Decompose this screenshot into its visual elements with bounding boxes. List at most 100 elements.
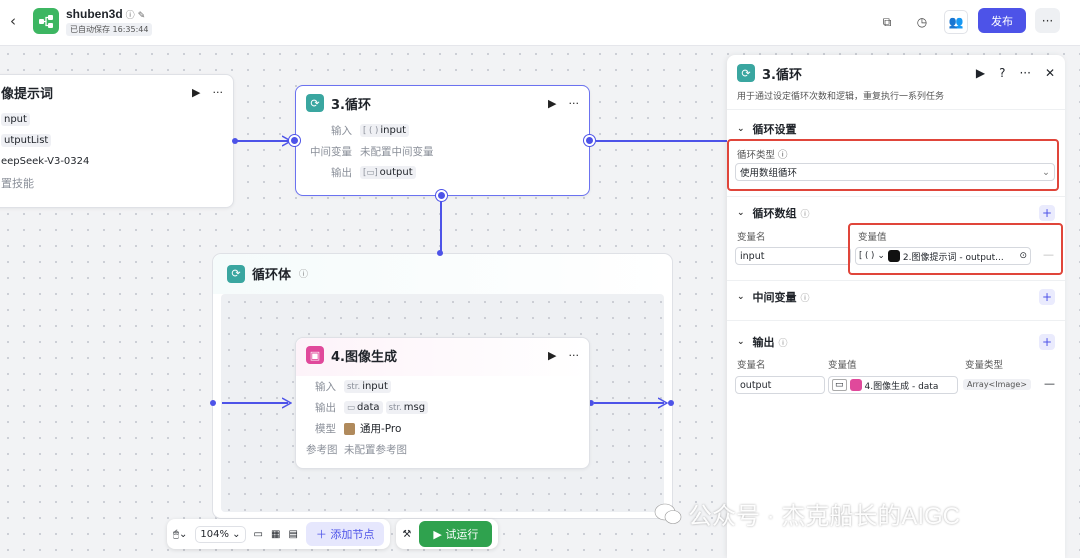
input-tag: [ ( )input bbox=[360, 124, 410, 137]
image-type-icon: ▭ bbox=[347, 402, 356, 413]
publish-button[interactable]: 发布 bbox=[978, 8, 1026, 33]
connector-dot bbox=[588, 400, 594, 406]
info-icon[interactable]: ⓘ bbox=[800, 293, 810, 304]
info-icon[interactable]: ⓘ bbox=[778, 150, 788, 161]
node-loop[interactable]: ⟳ 3.循环 ▶··· 输入[ ( )input 中间变量未配置中间变量 输出[… bbox=[295, 85, 590, 196]
input-tag: str.input bbox=[344, 380, 391, 393]
out-var-value-select[interactable]: ▭ 4.图像生成 - data bbox=[828, 376, 958, 394]
out-var-type: Array<Image> bbox=[963, 379, 1032, 390]
col-out-value: 变量值 bbox=[828, 360, 857, 371]
chevron-down-icon: ⌄ bbox=[737, 337, 745, 347]
zoom-select[interactable]: 104% ⌄ bbox=[195, 525, 246, 543]
edit-icon[interactable]: ✎ bbox=[137, 10, 146, 20]
connector-dot bbox=[437, 250, 443, 256]
node-title: 像提示词 bbox=[1, 86, 54, 102]
section-title: 输出 bbox=[752, 336, 775, 349]
array-var-value: 2.图像提示词 - output... bbox=[902, 252, 1004, 263]
more-button[interactable]: ··· bbox=[1035, 8, 1060, 33]
help-icon[interactable]: ? bbox=[999, 66, 1006, 80]
mouse-mode-icon[interactable]: 🖱︎⌄ bbox=[173, 528, 188, 540]
node-more-icon[interactable]: ··· bbox=[212, 85, 224, 99]
remove-row-icon[interactable]: — bbox=[1044, 377, 1055, 390]
col-out-name: 变量名 bbox=[737, 360, 766, 371]
info-icon[interactable]: ⓘ bbox=[800, 209, 810, 220]
panel-description: 用于通过设定循环次数和逻辑，重复执行一系列任务 bbox=[737, 92, 945, 102]
image-gen-icon bbox=[849, 379, 862, 391]
edge-line bbox=[222, 402, 288, 404]
run-node-icon[interactable]: ▶ bbox=[192, 85, 201, 99]
collaborators-icon[interactable]: 👥 bbox=[944, 10, 968, 34]
chevron-down-icon: ⌄ bbox=[877, 251, 885, 261]
add-midvar-button[interactable]: + bbox=[1039, 289, 1055, 305]
add-node-label: 添加节点 bbox=[330, 528, 375, 541]
array-var-value-select[interactable]: [ ( ) ⌄ 2.图像提示词 - output... ⊙ bbox=[855, 247, 1031, 265]
wechat-icon bbox=[654, 503, 682, 524]
midvar-value: 未配置中间变量 bbox=[360, 146, 434, 158]
str-type-label: str. bbox=[347, 381, 361, 392]
output-tag: utputList bbox=[1, 134, 52, 147]
panel-more-icon[interactable]: ··· bbox=[1019, 66, 1031, 80]
image-gen-icon: ▣ bbox=[306, 346, 324, 364]
run-node-icon[interactable]: ▶ bbox=[548, 96, 557, 110]
minimap-icon[interactable]: ▤ bbox=[288, 528, 298, 540]
out-var-name-input[interactable]: output bbox=[735, 376, 825, 394]
add-output-button[interactable]: + bbox=[1039, 334, 1055, 350]
output-port[interactable] bbox=[584, 135, 595, 146]
clear-icon[interactable]: ⊙ bbox=[1019, 251, 1027, 261]
input-tag: nput bbox=[1, 113, 30, 126]
highlight-box bbox=[848, 223, 1063, 275]
output-data: data bbox=[357, 402, 380, 413]
connector-dot bbox=[232, 138, 238, 144]
back-arrow-icon[interactable]: ‹ bbox=[10, 12, 16, 30]
loop-type-select[interactable]: 使用数组循环⌄ bbox=[735, 163, 1055, 181]
section-title: 循环数组 bbox=[752, 207, 797, 220]
info-icon[interactable]: ⓘ bbox=[125, 10, 135, 20]
skill-status: 置技能 bbox=[1, 176, 34, 190]
add-array-button[interactable]: + bbox=[1039, 205, 1055, 221]
arrow-head-icon bbox=[658, 397, 668, 409]
loop-body-icon: ⟳ bbox=[227, 264, 245, 283]
debug-icon[interactable]: ⚒ bbox=[402, 528, 412, 540]
loop-type-value: 使用数组循环 bbox=[740, 168, 798, 179]
bottom-toolbar: 🖱︎⌄ 104% ⌄ ▭ ▦ ▤ ＋ 添加节点 ⚒ ▶ 试运行 bbox=[167, 519, 499, 549]
workflow-logo-icon bbox=[39, 15, 53, 28]
copy-icon[interactable]: ⧉ bbox=[882, 14, 892, 29]
close-icon[interactable]: ✕ bbox=[1044, 66, 1055, 80]
section-title: 循环设置 bbox=[752, 123, 797, 136]
run-node-icon[interactable]: ▶ bbox=[975, 66, 986, 80]
chevron-down-icon: ⌄ bbox=[737, 124, 745, 134]
test-run-button[interactable]: ▶ 试运行 bbox=[419, 521, 493, 547]
input-port[interactable] bbox=[289, 135, 300, 146]
output-tag: [▭]output bbox=[360, 166, 416, 179]
model-logo-icon bbox=[887, 250, 900, 262]
node-more-icon[interactable]: ··· bbox=[568, 348, 580, 362]
node-more-icon[interactable]: ··· bbox=[568, 96, 580, 110]
run-node-icon[interactable]: ▶ bbox=[548, 348, 557, 362]
add-node-button[interactable]: ＋ 添加节点 bbox=[305, 522, 385, 546]
comment-icon[interactable]: ▭ bbox=[253, 528, 263, 540]
autosave-status: 已自动保存 16:35:44 bbox=[66, 23, 153, 36]
history-icon[interactable]: ◷ bbox=[916, 15, 928, 29]
input-label: 输入 bbox=[331, 125, 352, 137]
midvar-label: 中间变量 bbox=[310, 146, 352, 158]
array-type-label: [ ( ) bbox=[859, 251, 875, 261]
remove-row-icon[interactable]: — bbox=[1043, 248, 1054, 261]
loop-type-label: 循环类型 ⓘ bbox=[737, 150, 788, 161]
info-icon[interactable]: ⓘ bbox=[778, 338, 788, 349]
info-icon[interactable]: ⓘ bbox=[299, 270, 309, 280]
app-name: shuben3d bbox=[66, 7, 123, 21]
grid-layout-icon[interactable]: ▦ bbox=[271, 528, 281, 540]
section-loop-settings[interactable]: ⌄ 循环设置 bbox=[737, 121, 1055, 137]
node-image-prompt[interactable]: 像提示词 ▶··· nput utputList eepSeek-V3-0324… bbox=[0, 74, 234, 208]
loop-body-port[interactable] bbox=[436, 190, 447, 201]
array-var-name-input[interactable]: input bbox=[735, 247, 851, 265]
highlight-box bbox=[727, 139, 1059, 191]
model-label: 模型 bbox=[315, 423, 336, 435]
node-title: 4.图像生成 bbox=[331, 349, 397, 365]
col-var-name: 变量名 bbox=[737, 232, 766, 243]
